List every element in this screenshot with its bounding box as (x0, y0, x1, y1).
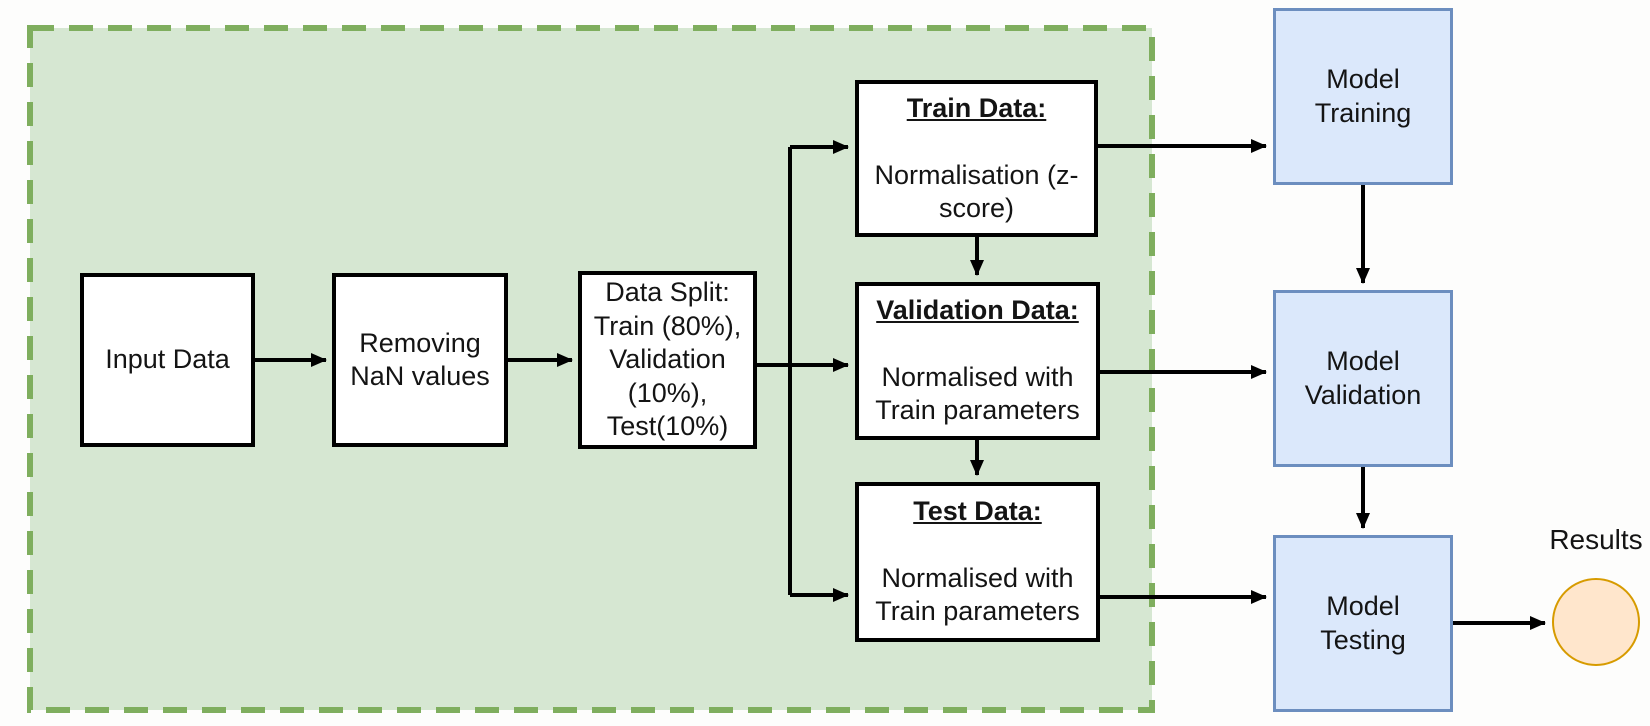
test-data-body: Normalised with Train parameters (875, 563, 1080, 627)
validation-data-title: Validation Data: (876, 295, 1079, 326)
train-data-title: Train Data: (906, 92, 1047, 123)
results-circle (1552, 578, 1640, 666)
model-validation-label: Model Validation (1304, 346, 1422, 410)
data-split-label: Data Split: Train (80%), Validation (10%… (593, 277, 742, 442)
train-data-node: Train Data: Normalisation (z- score) (855, 80, 1098, 237)
model-testing-node: Model Testing (1273, 535, 1453, 712)
validation-data-node: Validation Data: Normalised with Train p… (855, 282, 1100, 440)
removing-nan-label: Removing NaN values (350, 327, 490, 391)
input-data-node: Input Data (80, 273, 255, 447)
removing-nan-node: Removing NaN values (332, 273, 508, 447)
test-data-node: Test Data: Normalised with Train paramet… (855, 482, 1100, 642)
data-split-node: Data Split: Train (80%), Validation (10%… (578, 271, 757, 449)
test-data-title: Test Data: (913, 496, 1042, 527)
input-data-label: Input Data (105, 344, 230, 375)
model-testing-label: Model Testing (1320, 591, 1406, 655)
validation-data-body: Normalised with Train parameters (875, 362, 1080, 426)
model-training-node: Model Training (1273, 8, 1453, 185)
model-validation-node: Model Validation (1273, 290, 1453, 467)
model-training-label: Model Training (1314, 64, 1412, 128)
results-label: Results (1549, 524, 1643, 555)
train-data-body: Normalisation (z- score) (874, 159, 1079, 223)
